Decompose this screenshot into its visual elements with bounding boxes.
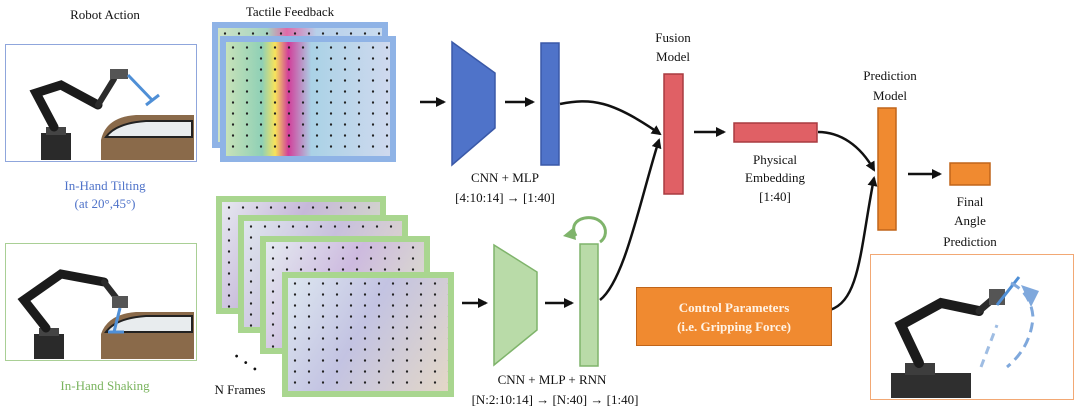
- final-angle-box: [949, 162, 991, 186]
- prediction-label-2: Model: [873, 88, 907, 103]
- cnn-mlp-rnn-label: CNN + MLP + RNN: [497, 372, 607, 387]
- cnn-encoder-top: [451, 40, 496, 167]
- result-robot-image: [871, 255, 1072, 398]
- result-photo-frame: [870, 254, 1074, 400]
- tilting-label: In-Hand Tilting: [64, 178, 146, 193]
- fusion-label-2: Model: [656, 49, 690, 64]
- rnn-bar-bottom: [579, 243, 599, 367]
- final-label-3: Prediction: [943, 234, 997, 249]
- prediction-label-1: Prediction: [863, 68, 917, 83]
- arrow-control-to-prediction: [829, 176, 878, 312]
- cnn-mlp-rnn-dims: [N:2:10:14] → [N:40] → [1:40]: [471, 392, 639, 407]
- final-label-2: Angle: [954, 213, 986, 228]
- prediction-model-bar: [877, 107, 897, 231]
- fusion-model-bar: [663, 73, 684, 195]
- embedding-dims: [1:40]: [759, 189, 791, 204]
- arrow-mlp-to-fusion: [559, 100, 662, 136]
- cnn-mlp-dims: [4:10:14] → [1:40]: [455, 190, 555, 205]
- shaking-label: In-Hand Shaking: [60, 378, 150, 393]
- physical-embedding-bar: [733, 122, 818, 143]
- control-parameters-line-2: (i.e. Gripping Force): [677, 318, 791, 334]
- shaking-photo-frame: [5, 243, 197, 361]
- recurrent-loop-icon: [572, 216, 607, 244]
- embedding-label-1: Physical: [752, 152, 798, 167]
- control-parameters-box: Control Parameters (i.e. Gripping Force): [636, 287, 832, 346]
- n-frames-label: N Frames: [214, 382, 266, 397]
- tilting-angles-label: (at 20°,45°): [74, 196, 136, 211]
- tactile-feedback-heading: Tactile Feedback: [245, 4, 335, 19]
- tactile-frame-front-blue: [220, 36, 396, 162]
- arrow-rnn-to-fusion: [599, 138, 662, 301]
- tilting-photo-frame: [5, 44, 197, 162]
- fusion-label-1: Fusion: [655, 30, 691, 45]
- tilting-robot-image: [6, 45, 195, 160]
- cnn-mlp-label: CNN + MLP: [470, 170, 539, 185]
- cnn-encoder-bottom: [493, 243, 538, 367]
- tactile-frame-green-4: [282, 272, 454, 397]
- mlp-bar-top: [540, 42, 560, 166]
- control-parameters-line-1: Control Parameters: [678, 299, 790, 315]
- embedding-label-2: Embedding: [745, 170, 805, 185]
- robot-action-heading: Robot Action: [70, 7, 140, 22]
- arrow-embedding-to-prediction: [817, 130, 876, 172]
- final-label-1: Final: [956, 194, 984, 209]
- shaking-robot-image: [6, 244, 195, 359]
